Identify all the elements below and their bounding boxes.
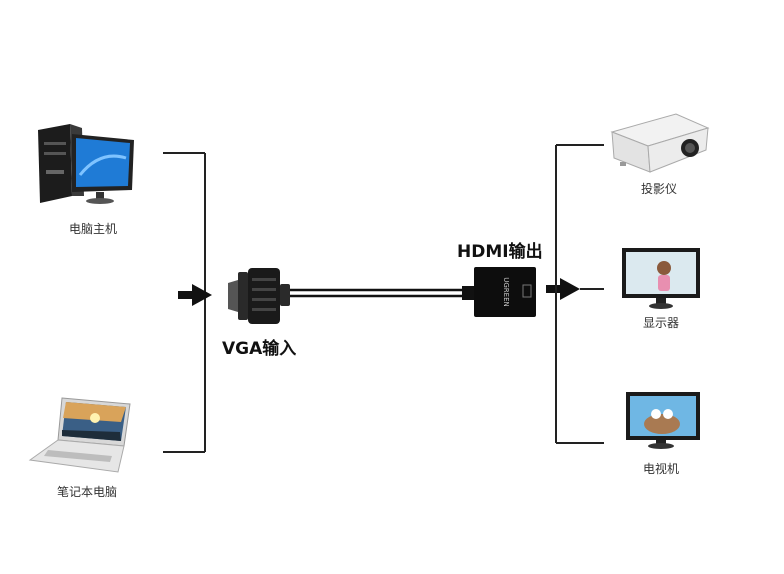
projector-icon bbox=[610, 113, 710, 173]
monitor-icon bbox=[622, 248, 700, 309]
input-arrow bbox=[178, 284, 212, 306]
laptop-label: 笔记本电脑 bbox=[57, 485, 118, 499]
left-bracket bbox=[163, 152, 206, 453]
pc-label: 电脑主机 bbox=[69, 222, 118, 236]
hdmi-output-label: HDMI输出 bbox=[457, 242, 543, 262]
tv-label: 电视机 bbox=[643, 462, 680, 476]
vga-input-label: VGA输入 bbox=[222, 339, 297, 359]
projector-label: 投影仪 bbox=[641, 182, 678, 196]
vga-connector bbox=[228, 268, 290, 324]
hdmi-adapter bbox=[474, 267, 536, 317]
cable bbox=[290, 288, 466, 298]
tv-icon bbox=[626, 392, 700, 449]
monitor-label: 显示器 bbox=[643, 316, 680, 330]
adapter-brand: UGREEN bbox=[502, 277, 510, 307]
pc-icon bbox=[38, 124, 134, 204]
output-arrow bbox=[546, 278, 580, 300]
cable-strain-relief bbox=[462, 286, 476, 300]
laptop-icon bbox=[28, 397, 131, 473]
right-bracket bbox=[555, 144, 604, 444]
